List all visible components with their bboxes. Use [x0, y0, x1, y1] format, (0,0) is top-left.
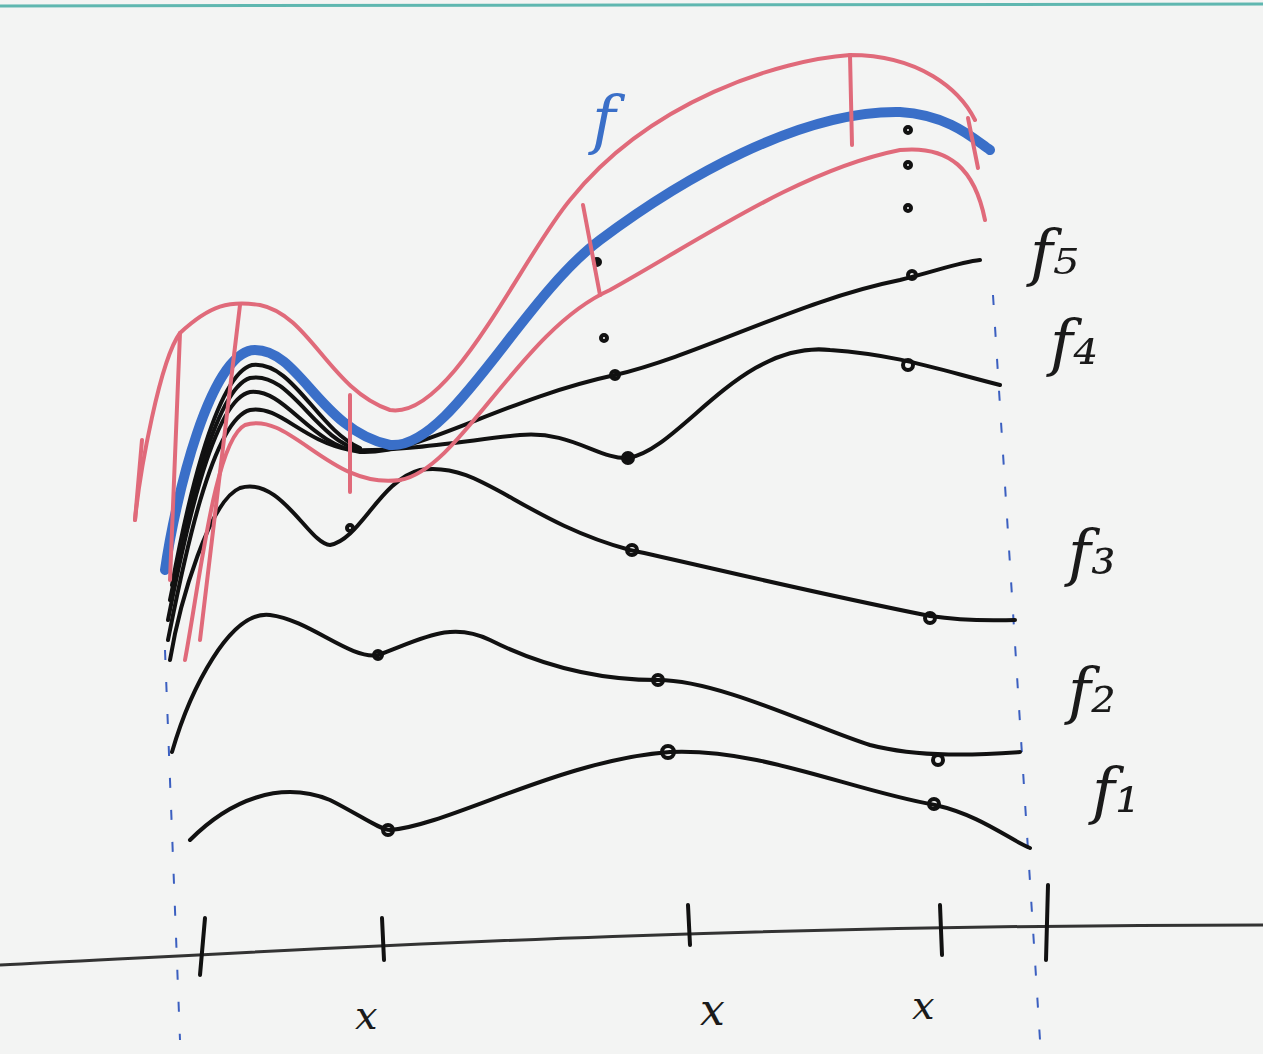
axis-point-label: x [912, 985, 935, 1025]
function-label: f₄ [1050, 312, 1098, 374]
function-label: f₂ [1068, 660, 1116, 722]
axis-point-label: x [700, 988, 725, 1032]
function-label: f₁ [1092, 760, 1140, 822]
limit-function-label: f [592, 88, 616, 152]
axis-point-label: x [355, 995, 378, 1035]
function-label: f₅ [1030, 222, 1078, 284]
function-label: f₃ [1068, 522, 1116, 584]
